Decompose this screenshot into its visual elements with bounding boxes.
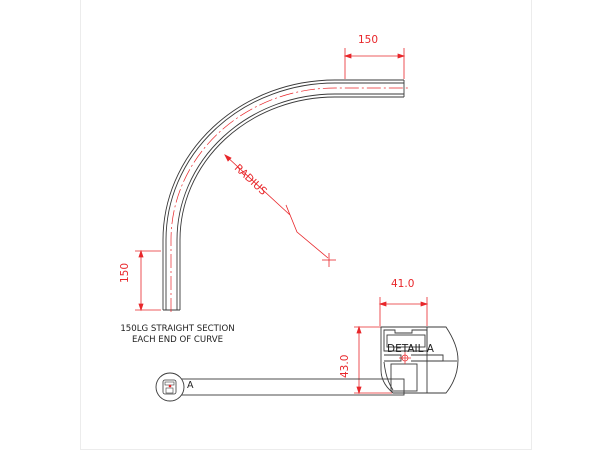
drawing-frame [80, 0, 532, 450]
top-dimension [343, 48, 406, 79]
note-line-2-text: EACH END OF CURVE [131, 335, 224, 345]
note-line-1-text: 150LG STRAIGHT SECTION [120, 324, 235, 334]
detail-a-section [354, 297, 459, 395]
radius-leader [224, 154, 336, 267]
left-dimension-label: 150 [119, 262, 131, 283]
curved-track [162, 79, 405, 311]
centerline [170, 87, 409, 312]
left-dimension [135, 249, 161, 312]
top-dimension-label: 150 [358, 34, 379, 46]
detail-width-label: 41.0 [391, 278, 415, 290]
section-marker-label: A [187, 380, 194, 391]
detail-height-label: 43.0 [339, 354, 351, 378]
detail-a-title: DETAIL A [387, 343, 434, 355]
elevation-view [155, 372, 405, 402]
